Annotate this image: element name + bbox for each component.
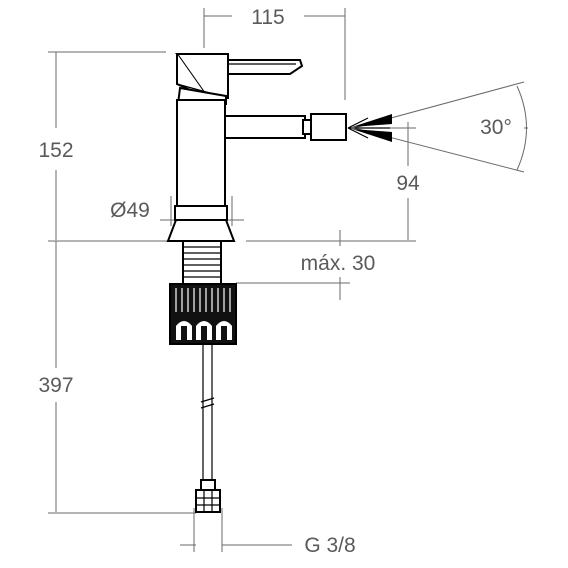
dimension-label-30-degrees: 30° (480, 116, 512, 139)
dimension-spray-angle: 30° (353, 81, 528, 173)
hose-fitting (195, 489, 221, 513)
dimension-label-152: 152 (38, 139, 73, 162)
spout (224, 113, 347, 141)
fixing-nut (169, 283, 237, 345)
dimension-label-diameter: Ø49 (110, 199, 150, 222)
dimension-label-397: 397 (38, 374, 73, 397)
dimension-label-max-30: máx. 30 (301, 252, 376, 275)
lever-handle (225, 59, 304, 75)
faucet-drawing (166, 53, 392, 513)
flexible-hose (200, 344, 216, 491)
dimension-height-lower: 397 (38, 241, 196, 514)
dimension-label-115: 115 (251, 6, 284, 29)
base-flange (166, 205, 236, 242)
dimension-thread: G 3/8 (180, 508, 356, 557)
dimension-max-thickness: máx. 30 (236, 230, 375, 300)
cartridge-cap (175, 53, 229, 99)
spray-nozzle-arrow (347, 114, 392, 142)
dimension-height-upper: 152 (38, 51, 170, 242)
dimension-label-g-3-8: G 3/8 (304, 534, 355, 557)
threaded-stem (182, 240, 222, 286)
faucet-body (176, 99, 226, 207)
dimension-label-94: 94 (396, 172, 420, 195)
dimension-width-top: 115 (203, 6, 346, 100)
